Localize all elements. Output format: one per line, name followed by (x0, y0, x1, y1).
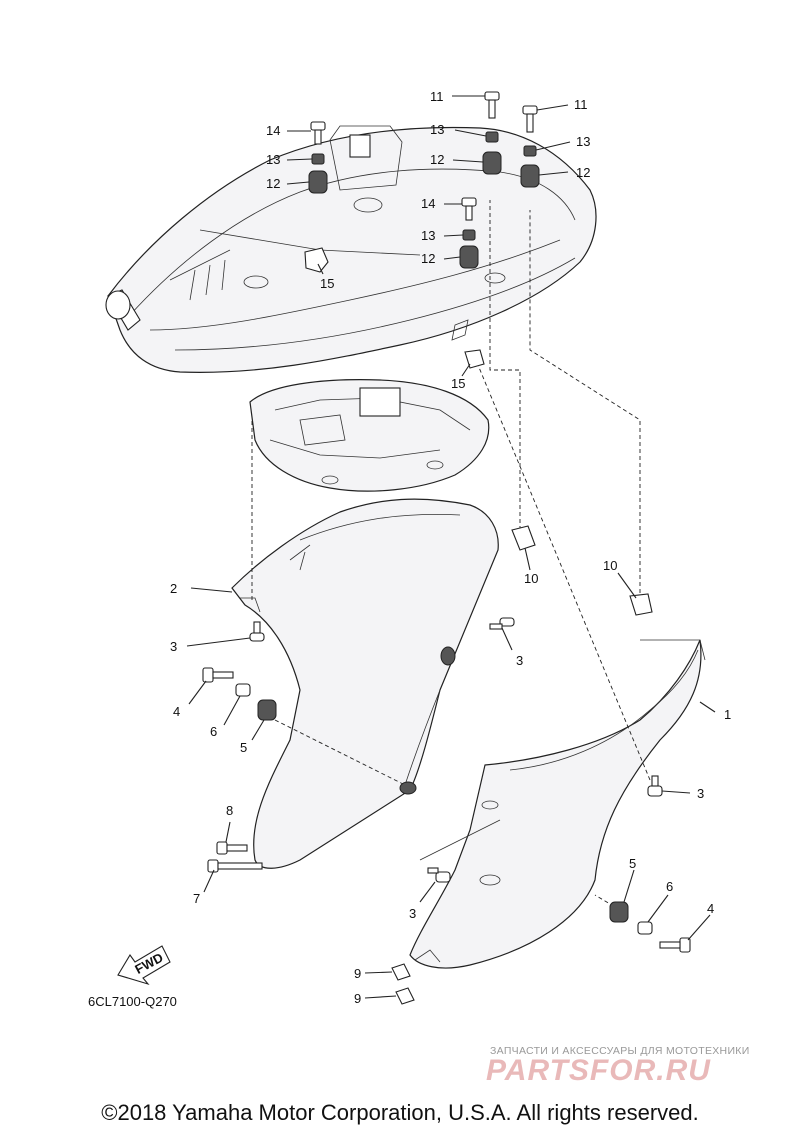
callout-14: 14 (266, 123, 280, 138)
grommet-lower-mount (399, 781, 417, 795)
leader-lines (186, 95, 716, 999)
watermark-subtitle: ЗАПЧАСТИ И АКСЕССУАРЫ ДЛЯ МОТОТЕХНИКИ (490, 1045, 750, 1057)
callout-6: 6 (666, 879, 673, 894)
port-side-cover (231, 498, 499, 869)
callout-12: 12 (266, 176, 280, 191)
clip-10-a (511, 525, 536, 551)
grommet-12-a (482, 151, 502, 175)
callout-3: 3 (170, 639, 177, 654)
grommet-12-c (308, 170, 328, 194)
screw-3-d (427, 867, 451, 883)
collar-13-a (485, 131, 499, 143)
starboard-side-cover (409, 639, 706, 969)
watermark-brand: PARTSFOR.RU (486, 1054, 711, 1087)
callout-13: 13 (421, 228, 435, 243)
callout-9: 9 (354, 966, 361, 981)
grommet-side-mount (440, 646, 456, 666)
callout-6: 6 (210, 724, 217, 739)
callout-4: 4 (707, 901, 714, 916)
nut-9-b (395, 987, 415, 1005)
callout-12: 12 (576, 165, 590, 180)
callout-12: 12 (421, 251, 435, 266)
callout-1: 1 (724, 707, 731, 722)
bracket-15-a (304, 247, 329, 273)
clip-10-b (629, 593, 653, 616)
bolt-14-b (461, 197, 477, 221)
callout-9: 9 (354, 991, 361, 1006)
lower-case (249, 379, 490, 492)
bracket-15-b (464, 349, 485, 369)
callout-2: 2 (170, 581, 177, 596)
callout-12: 12 (430, 152, 444, 167)
screw-3-a (249, 621, 265, 642)
callout-13: 13 (576, 134, 590, 149)
fwd-arrow-icon: FWD (117, 945, 171, 986)
alignment-lines (251, 200, 651, 911)
callout-11: 11 (574, 97, 588, 112)
callout-10: 10 (603, 558, 617, 573)
collar-13-b (523, 145, 537, 157)
drawing-code: 6CL7100-Q270 (88, 994, 177, 1009)
hardware (202, 91, 691, 1005)
bolt-8 (216, 841, 248, 855)
bolt-14-a (310, 121, 326, 145)
collar-6-left (235, 683, 251, 697)
callout-13: 13 (430, 122, 444, 137)
callout-5: 5 (240, 740, 247, 755)
callout-11: 11 (430, 89, 444, 104)
grommet-12-b (520, 164, 540, 188)
grommet-5-right (609, 901, 629, 923)
bolt-4-right (659, 937, 691, 953)
callout-5: 5 (629, 856, 636, 871)
callout-14: 14 (421, 196, 435, 211)
bolt-4-left (202, 667, 234, 683)
grommet-12-d (459, 245, 479, 269)
collar-13-d (462, 229, 476, 241)
callout-labels: 11 11 13 13 12 12 14 13 12 15 14 13 12 1… (170, 89, 731, 1006)
callout-15: 15 (320, 276, 334, 291)
callout-8: 8 (226, 803, 233, 818)
copyright-notice: ©2018 Yamaha Motor Corporation, U.S.A. A… (101, 1100, 699, 1125)
bolt-7 (207, 859, 263, 873)
callout-3: 3 (516, 653, 523, 668)
callout-15: 15 (451, 376, 465, 391)
callout-3: 3 (409, 906, 416, 921)
callout-4: 4 (173, 704, 180, 719)
nut-9-a (391, 963, 411, 981)
callout-7: 7 (193, 891, 200, 906)
bolt-11-left (484, 91, 500, 119)
collar-6-right (637, 921, 653, 935)
grommet-5-left (257, 699, 277, 721)
collar-13-c (311, 153, 325, 165)
screw-3-b (489, 617, 515, 630)
bolt-11-right (522, 105, 538, 133)
callout-3: 3 (697, 786, 704, 801)
top-cowling (105, 125, 597, 373)
screw-3-c (647, 775, 663, 797)
callout-10: 10 (524, 571, 538, 586)
callout-13: 13 (266, 152, 280, 167)
